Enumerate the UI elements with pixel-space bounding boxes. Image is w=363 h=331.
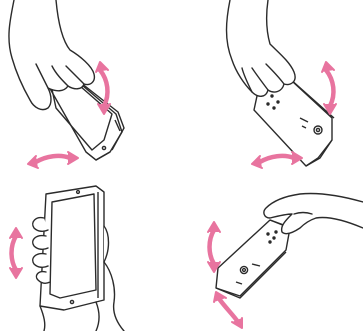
rotate-vertical-arrow-icon	[208, 222, 220, 272]
rotate-vertical-arrow-icon	[322, 62, 336, 114]
illustration-panel-4	[182, 172, 363, 331]
rotate-horizontal-arrow-icon	[28, 152, 78, 168]
illustration-panel-1	[0, 0, 182, 172]
illustration-panel-2	[182, 0, 363, 172]
phone-illustration	[216, 220, 292, 298]
illustration-panel-3	[0, 172, 182, 331]
rotate-horizontal-arrow-icon	[252, 152, 302, 168]
hand-holding-phone-front-upright	[0, 172, 182, 331]
hand-holding-phone-back-flat	[182, 172, 363, 331]
hand-holding-phone-back-tilted	[182, 0, 363, 172]
hand-holding-phone-front-tilted	[0, 0, 182, 172]
phone-illustration	[40, 186, 104, 310]
rotate-vertical-arrow-icon	[10, 228, 22, 278]
hand-illustration	[227, 0, 296, 96]
